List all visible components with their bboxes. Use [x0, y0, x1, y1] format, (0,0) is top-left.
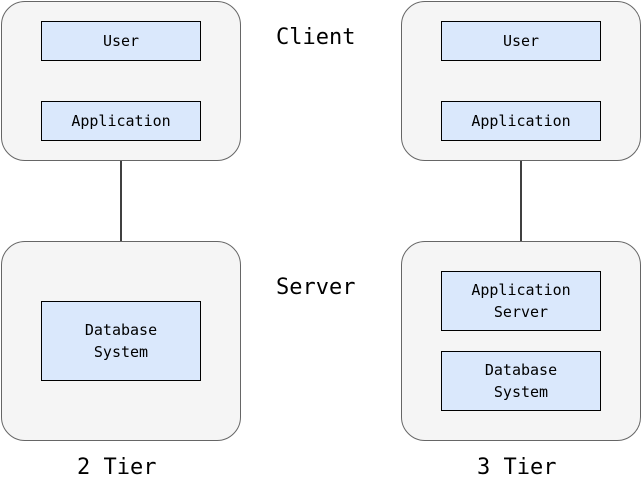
three-tier-app-server-box: Application Server — [441, 271, 601, 331]
two-tier-user-box: User — [41, 21, 201, 61]
server-label: Server — [276, 275, 356, 300]
two-tier-title: 2 Tier — [77, 455, 157, 480]
two-tier-database-box: Database System — [41, 301, 201, 381]
three-tier-database-box: Database System — [441, 351, 601, 411]
three-tier-title: 3 Tier — [477, 455, 557, 480]
three-tier-user-box: User — [441, 21, 601, 61]
three-tier-application-box: Application — [441, 101, 601, 141]
two-tier-application-box: Application — [41, 101, 201, 141]
client-label: Client — [276, 25, 356, 50]
